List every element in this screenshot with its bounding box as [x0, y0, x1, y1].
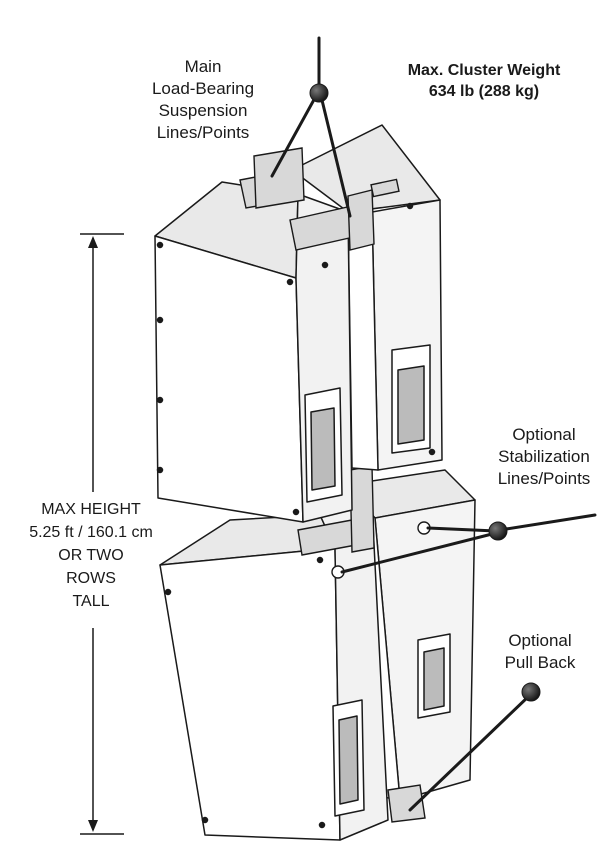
lower-front-face: [159, 547, 341, 841]
main-suspension-ball: [309, 83, 329, 103]
stabilization-lines: [340, 513, 597, 574]
pull-back-line-2: Pull Back: [504, 653, 576, 672]
stabilization-line-main: [498, 513, 597, 532]
screw: [156, 396, 164, 404]
lower-rear-grille: [423, 647, 445, 711]
screw: [156, 316, 164, 324]
screw: [428, 448, 436, 456]
upper-front-cabinet: [154, 181, 353, 523]
stabilization-line-3: Lines/Points: [497, 469, 591, 488]
middle-link-bar: [349, 465, 375, 553]
arrowhead-down: [88, 820, 98, 832]
screw: [156, 241, 164, 249]
max-height-line-5: TALL: [72, 593, 110, 610]
upper-front-grille: [310, 407, 336, 491]
main-suspension-label: Main Load-Bearing Suspension Lines/Point…: [128, 56, 278, 144]
stabilization-ball: [488, 521, 508, 541]
main-suspension-line-4: Lines/Points: [156, 123, 250, 142]
main-suspension-line-2: Load-Bearing: [151, 79, 255, 98]
screw: [201, 816, 209, 824]
stabilization-line-2: Stabilization: [498, 447, 590, 466]
screw: [406, 202, 414, 210]
max-height-line-3: OR TWO: [58, 547, 124, 564]
pull-back-label: Optional Pull Back: [490, 630, 590, 674]
max-height-label: MAX HEIGHT 5.25 ft / 160.1 cm OR TWO ROW…: [6, 498, 176, 613]
lower-front-cabinet: [159, 504, 389, 841]
upper-rear-side: [347, 211, 379, 471]
cluster-weight-line-1: Max. Cluster Weight: [407, 62, 561, 79]
top-link-bar-left: [253, 147, 305, 209]
arrowhead-up: [88, 236, 98, 248]
upper-front-face: [154, 235, 304, 523]
stabilization-label: Optional Stabilization Lines/Points: [482, 424, 606, 490]
top-brackets: [239, 147, 400, 251]
max-height-line-2: 5.25 ft / 160.1 cm: [29, 524, 153, 541]
stabilization-leg-lower: [340, 531, 498, 574]
pull-back-ball: [521, 682, 541, 702]
main-suspension-lines: [270, 36, 352, 218]
screw: [286, 278, 294, 286]
upper-rear-grille: [397, 365, 425, 445]
screw: [156, 466, 164, 474]
lower-front-grille: [338, 715, 359, 805]
pull-back-line-1: Optional: [508, 631, 572, 650]
screw: [321, 261, 329, 269]
top-plate-rear: [370, 178, 400, 198]
cluster-weight-label: Max. Cluster Weight 634 lb (288 kg): [384, 60, 584, 102]
screw: [316, 556, 324, 564]
max-height-line-1: MAX HEIGHT: [41, 501, 141, 518]
lower-brackets: [297, 465, 431, 823]
stabilization-leg-upper: [426, 526, 498, 533]
screw: [318, 821, 326, 829]
screw: [164, 588, 172, 596]
top-link-bar-right: [347, 189, 375, 251]
main-suspension-line-3: Suspension: [158, 101, 248, 120]
stabilization-line-1: Optional: [512, 425, 576, 444]
screw: [292, 508, 300, 516]
main-suspension-line-1: Main: [184, 57, 222, 76]
bridle-leg-left: [270, 94, 318, 178]
max-height-line-4: ROWS: [66, 570, 116, 587]
max-height-dimension: [80, 233, 124, 835]
upper-rear-cabinet: [291, 124, 443, 471]
pull-back-bracket: [387, 784, 426, 823]
pull-back-line: [408, 693, 532, 812]
bridle-leg-right: [319, 94, 352, 218]
cluster-weight-line-2: 634 lb (288 kg): [428, 83, 540, 100]
